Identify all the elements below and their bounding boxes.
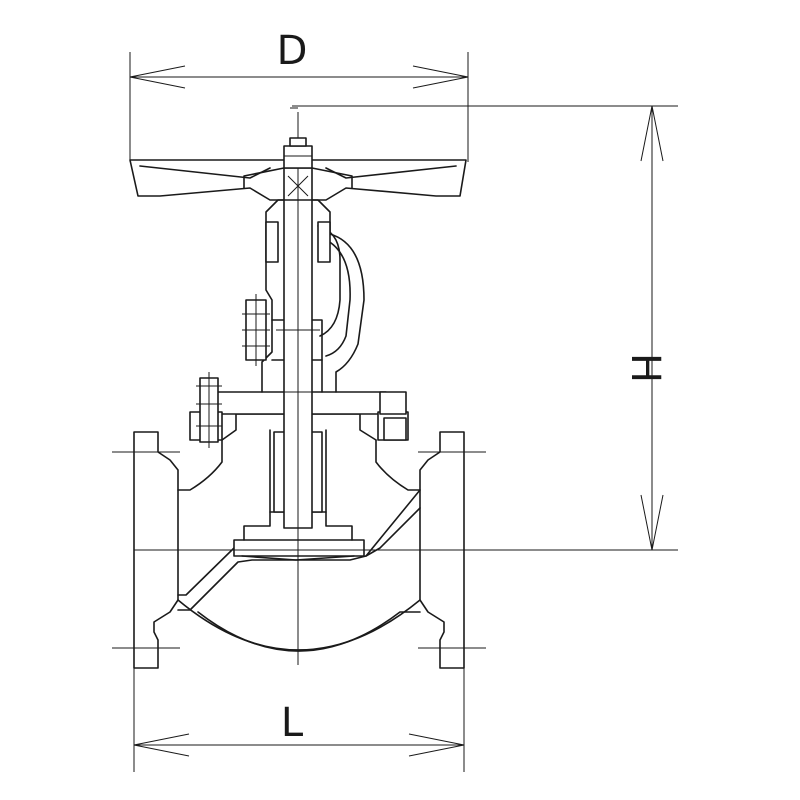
dimension-h: H: [134, 105, 678, 551]
dimension-l: L: [133, 660, 465, 772]
handwheel: [129, 107, 467, 201]
dimension-d: D: [129, 28, 469, 162]
valve-stem: [276, 112, 320, 665]
dimension-l-label: L: [281, 700, 304, 746]
valve-bonnet: [242, 199, 365, 513]
dimension-h-label: H: [622, 353, 668, 383]
dimension-d-label: D: [277, 28, 308, 74]
